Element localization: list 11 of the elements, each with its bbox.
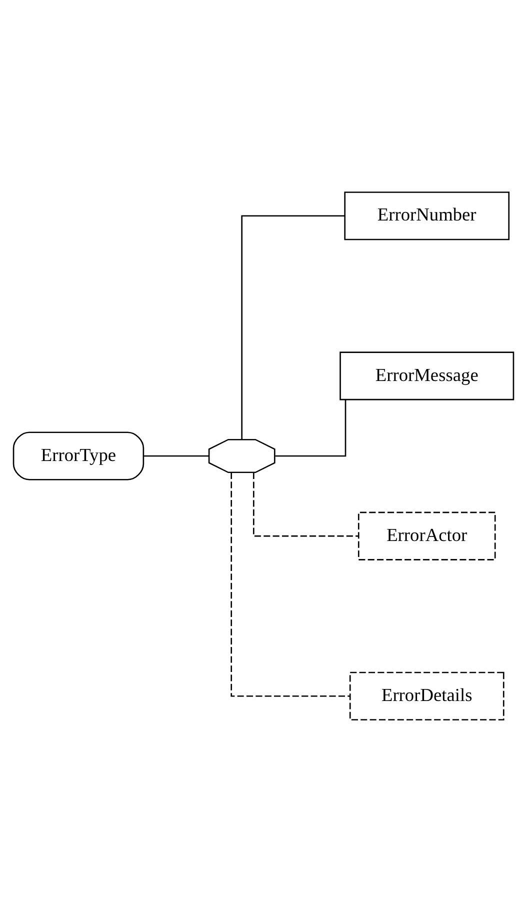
- node-box: ErrorDetails: [349, 672, 504, 720]
- connector: [230, 472, 350, 697]
- connector: [275, 400, 346, 457]
- node-box: ErrorActor: [358, 512, 496, 560]
- connector: [253, 472, 358, 537]
- connector: [144, 455, 209, 457]
- node-box: ErrorNumber: [344, 192, 510, 240]
- connector: [241, 215, 345, 440]
- node-octagon: [208, 438, 276, 474]
- node-box: ErrorMessage: [340, 352, 514, 400]
- node-box: ErrorType: [12, 432, 144, 480]
